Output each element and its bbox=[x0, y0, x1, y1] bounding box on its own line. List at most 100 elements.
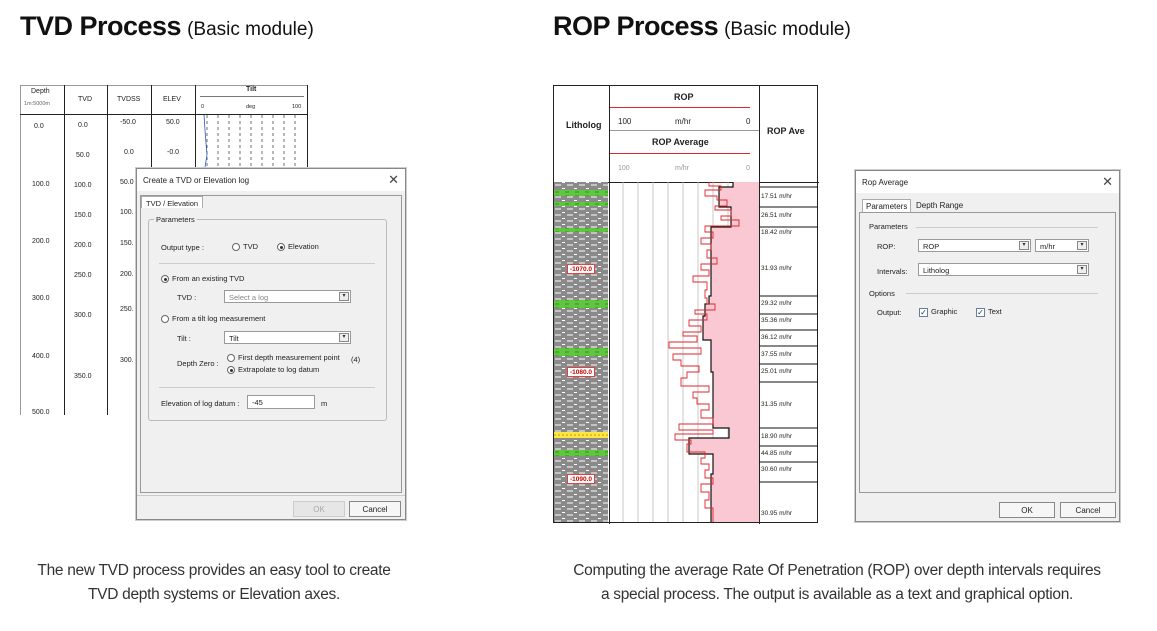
depth-zero-label: Depth Zero : bbox=[177, 359, 219, 368]
tilt-select-value: Tilt bbox=[229, 334, 239, 343]
rop-ave-value: 18.90 m/hr bbox=[761, 433, 793, 440]
rop-ave-value: 18.42 m/hr bbox=[761, 229, 793, 236]
chevron-down-icon: ▾ bbox=[339, 292, 349, 301]
unit-select[interactable]: m/hr▾ bbox=[1035, 239, 1089, 252]
elevation-input[interactable]: -45 bbox=[247, 395, 315, 409]
rop-curve bbox=[668, 182, 740, 522]
rop-select[interactable]: ROP▾ bbox=[918, 239, 1031, 252]
tvd-value: 50.0 bbox=[76, 152, 90, 159]
radio-first-depth[interactable]: First depth measurement point bbox=[227, 353, 340, 363]
depth-marker: -1070.0 bbox=[567, 264, 595, 274]
tvdss-value: 250. bbox=[120, 306, 134, 313]
tvd-header: TVD bbox=[78, 96, 92, 103]
tvdss-value: 100. bbox=[120, 209, 134, 216]
checkmark-icon: ✓ bbox=[976, 307, 985, 317]
divider bbox=[906, 293, 1098, 294]
rop-field-label: ROP: bbox=[877, 242, 896, 251]
tilt-track bbox=[203, 115, 296, 175]
elevation-input-value: -45 bbox=[252, 398, 263, 407]
tab-parameters[interactable]: Parameters bbox=[862, 199, 912, 212]
tilt-select[interactable]: Tilt ▾ bbox=[224, 331, 351, 344]
elev-header: ELEV bbox=[163, 96, 181, 103]
tvd-value: 100.0 bbox=[74, 182, 92, 189]
elev-value: -0.0 bbox=[167, 149, 180, 156]
depth-marker: -1090.0 bbox=[567, 474, 595, 484]
rop-max: 0 bbox=[746, 117, 751, 126]
tvdss-value: 200. bbox=[120, 271, 134, 278]
tvdss-value: 150. bbox=[120, 240, 134, 247]
radio-icon bbox=[161, 275, 169, 284]
chevron-down-icon: ▾ bbox=[339, 333, 349, 342]
tilt-header: Tilt bbox=[246, 86, 257, 93]
text-checkbox[interactable]: ✓Text bbox=[976, 307, 1002, 317]
elev-value: 50.0 bbox=[166, 119, 180, 126]
graphic-checkbox[interactable]: ✓Graphic bbox=[919, 307, 957, 317]
dialog-title: Create a TVD or Elevation log bbox=[137, 169, 405, 191]
elevation-label: Elevation of log datum : bbox=[161, 399, 240, 408]
depth-value: 0.0 bbox=[34, 123, 44, 130]
radio-tvd[interactable]: TVD bbox=[232, 242, 258, 252]
radio-elevation[interactable]: Elevation bbox=[277, 242, 319, 252]
create-tvd-dialog: Create a TVD or Elevation log ✕ TVD / El… bbox=[136, 168, 406, 520]
depth-scale: 1m:5000m bbox=[24, 101, 50, 107]
rop-heading: ROP Process(Basic module) bbox=[553, 11, 851, 42]
rop-header: ROP bbox=[674, 92, 694, 102]
tvd-value: 0.0 bbox=[78, 122, 88, 129]
radio-from-existing[interactable]: From an existing TVD bbox=[161, 274, 244, 284]
rop-track bbox=[622, 182, 759, 522]
radio-icon bbox=[227, 354, 235, 363]
rop-average-header: ROP Average bbox=[652, 137, 709, 147]
radio-from-tilt-label: From a tilt log measurement bbox=[172, 314, 266, 323]
radio-icon bbox=[232, 243, 240, 252]
radio-from-tilt[interactable]: From a tilt log measurement bbox=[161, 314, 266, 324]
rop-ave-header: ROP Ave bbox=[767, 126, 805, 136]
cancel-button[interactable]: Cancel bbox=[349, 501, 401, 517]
close-icon[interactable]: ✕ bbox=[388, 172, 399, 187]
ok-button[interactable]: OK bbox=[999, 502, 1055, 518]
tvd-subtitle: (Basic module) bbox=[187, 19, 314, 40]
tvd-caption: The new TVD process provides an easy too… bbox=[20, 559, 408, 607]
checkmark-icon: ✓ bbox=[919, 307, 928, 317]
rop-ave-value: 29.32 m/hr bbox=[761, 300, 793, 307]
rop-ave-value: 17.51 m/hr bbox=[761, 193, 793, 200]
litholog-track bbox=[554, 182, 608, 522]
tilt-min: 0 bbox=[201, 104, 205, 110]
rop-ave-value: 25.01 m/hr bbox=[761, 368, 793, 375]
intervals-select[interactable]: Litholog▾ bbox=[918, 263, 1089, 276]
tvd-title: TVD Process bbox=[20, 11, 182, 41]
radio-first-depth-label: First depth measurement point bbox=[238, 353, 340, 362]
chevron-down-icon: ▾ bbox=[1077, 265, 1087, 274]
tvd-select[interactable]: Select a log▾ bbox=[224, 290, 351, 303]
radio-icon bbox=[161, 315, 169, 324]
radio-icon bbox=[227, 366, 235, 375]
tab-tvd-elevation[interactable]: TVD / Elevation bbox=[141, 196, 204, 208]
rop-title: ROP Process bbox=[553, 11, 719, 41]
radio-icon bbox=[277, 243, 285, 252]
rop-ave-value: 44.85 m/hr bbox=[761, 450, 793, 457]
tvd-field-label: TVD : bbox=[177, 293, 197, 302]
tvdss-value: -50.0 bbox=[120, 119, 136, 126]
tvd-value: 350.0 bbox=[74, 373, 92, 380]
intervals-label: Intervals: bbox=[877, 267, 908, 276]
close-icon[interactable]: ✕ bbox=[1102, 174, 1113, 189]
radio-extrapolate[interactable]: Extrapolate to log datum bbox=[227, 365, 319, 375]
divider bbox=[159, 263, 375, 264]
ok-button[interactable]: OK bbox=[293, 501, 345, 517]
avg-min: 100 bbox=[618, 165, 630, 172]
cancel-button[interactable]: Cancel bbox=[1060, 502, 1116, 518]
unit-select-value: m/hr bbox=[1040, 242, 1055, 251]
depth-value: 100.0 bbox=[32, 181, 50, 188]
depth-value: 500.0 bbox=[32, 409, 50, 415]
output-label: Output: bbox=[877, 308, 902, 317]
tvd-caption-line2: TVD depth systems or Elevation axes. bbox=[88, 586, 340, 603]
rop-ave-value: 30.95 m/hr bbox=[761, 510, 793, 517]
radio-tvd-label: TVD bbox=[243, 242, 258, 251]
tvd-heading: TVD Process(Basic module) bbox=[20, 11, 314, 42]
elevation-unit: m bbox=[321, 399, 328, 408]
rop-average-fill bbox=[689, 182, 759, 522]
rop-subtitle: (Basic module) bbox=[724, 19, 851, 40]
tvdss-value: 0.0 bbox=[124, 149, 134, 156]
divider bbox=[916, 227, 1098, 228]
rop-ave-value: 36.12 m/hr bbox=[761, 334, 793, 341]
tab-depth-range[interactable]: Depth Range bbox=[916, 201, 964, 210]
